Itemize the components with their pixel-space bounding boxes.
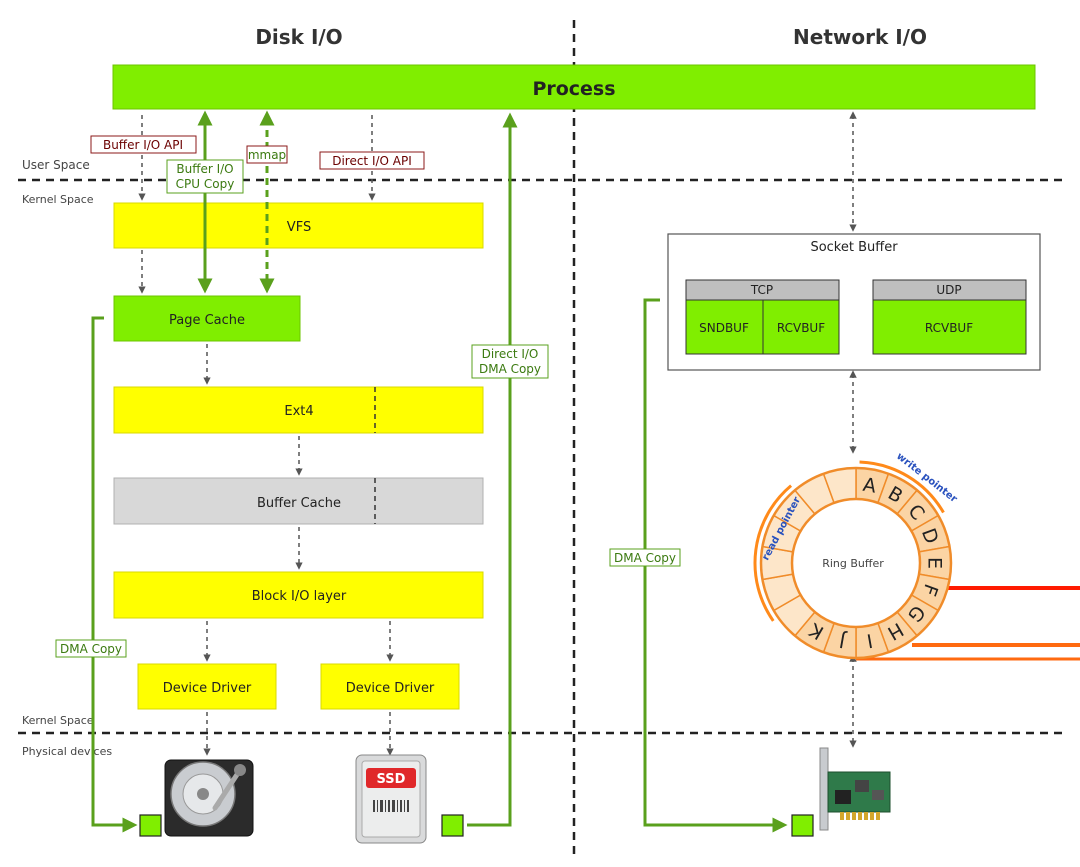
ssd-port — [441, 814, 464, 837]
ext4-box — [113, 386, 484, 434]
buffer-io-api-label: Buffer I/O API — [103, 138, 183, 152]
network-io-header: Network I/O — [793, 25, 927, 49]
ring-letter: I — [865, 629, 874, 652]
buffer-cache-label: Buffer Cache — [257, 496, 341, 511]
block-io-box — [113, 571, 484, 619]
ssd-text: SSD — [377, 772, 406, 787]
udp-label: UDP — [936, 283, 961, 297]
rcvbuf-udp-label: RCVBUF — [925, 321, 973, 335]
ssd-icon: SSD — [355, 754, 427, 844]
device-driver-2-box — [320, 663, 460, 710]
dma-copy-left-tag — [55, 639, 127, 658]
ext4-label: Ext4 — [284, 404, 313, 419]
direct-io-dma-line2: DMA Copy — [479, 362, 541, 376]
sndbuf-label: SNDBUF — [699, 321, 749, 335]
process-box — [112, 64, 1036, 110]
kernel-space-label-top: Kernel Space — [22, 193, 94, 206]
rcvbuf-tcp-label: RCVBUF — [777, 321, 825, 335]
ring-letter: J — [838, 629, 848, 652]
process-label: Process — [532, 78, 615, 100]
dma-copy-net-tag — [609, 548, 681, 567]
ring-letter: D — [917, 526, 943, 547]
hdd-icon — [164, 759, 254, 837]
rcvbuf-tcp-box — [762, 299, 840, 355]
tcp-label: TCP — [750, 283, 773, 297]
buffer-io-cpu-copy-line2: CPU Copy — [176, 177, 235, 191]
ring-letter: E — [924, 557, 946, 569]
device-driver-1-label: Device Driver — [163, 681, 252, 696]
buffer-io-cpu-copy-tag — [166, 159, 244, 194]
direct-io-api-tag — [319, 151, 425, 170]
ring-buffer-label: Ring Buffer — [822, 557, 884, 570]
vfs-box — [113, 202, 484, 249]
disk-io-header: Disk I/O — [255, 25, 342, 49]
pointer-arc — [859, 460, 945, 514]
mmap-tag — [246, 145, 288, 164]
buffer-io-api-tag — [90, 135, 197, 154]
block-io-label: Block I/O layer — [252, 589, 347, 604]
vfs-label: VFS — [287, 220, 311, 235]
device-driver-2-label: Device Driver — [346, 681, 435, 696]
network-card-icon — [819, 747, 891, 831]
dma-copy-net-label: DMA Copy — [614, 551, 676, 565]
dma-copy-left-arrow — [91, 316, 138, 833]
direct-io-api-label: Direct I/O API — [332, 154, 412, 168]
pointer-arc — [753, 484, 793, 622]
nic-port — [791, 814, 814, 837]
page-cache-label: Page Cache — [169, 313, 245, 328]
kernel-space-label-bottom: Kernel Space — [22, 714, 94, 727]
ring-letter: A — [861, 474, 878, 498]
physical-devices-label: Physical devices — [22, 745, 112, 758]
user-space-label: User Space — [22, 158, 90, 172]
dma-copy-left-label: DMA Copy — [60, 642, 122, 656]
socket-buffer-label: Socket Buffer — [810, 240, 898, 255]
buffer-cache-box — [113, 477, 484, 525]
device-driver-1-box — [137, 663, 277, 710]
direct-io-dma-tag — [471, 344, 549, 379]
page-cache-box — [113, 295, 301, 342]
hdd-port — [139, 814, 162, 837]
buffer-io-cpu-copy-line1: Buffer I/O — [176, 162, 233, 176]
direct-io-dma-line1: Direct I/O — [482, 347, 539, 361]
rcvbuf-udp-box — [872, 299, 1027, 355]
mmap-label: mmap — [248, 148, 286, 162]
